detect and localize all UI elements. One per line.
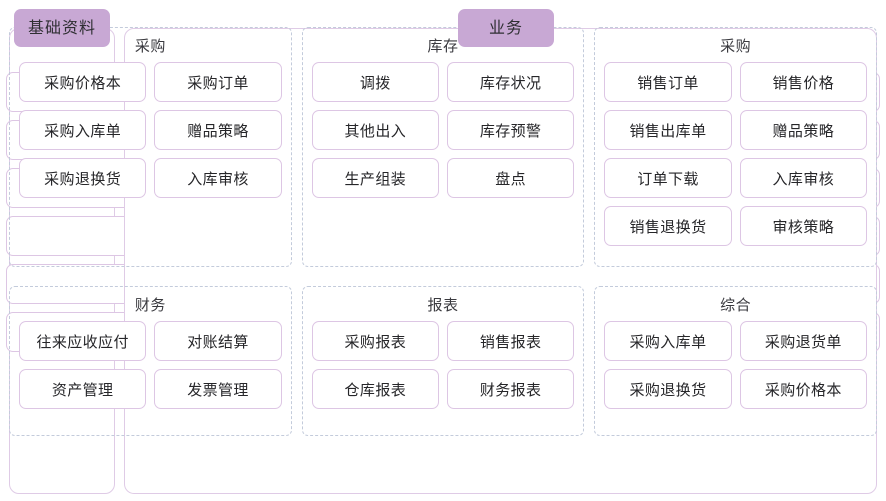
basic-data-panel-title: 基础资料 [14,9,110,47]
module-tile[interactable]: 库存状况 [446,62,575,102]
module-tile[interactable]: 调拨 [311,62,439,102]
business-section-tiles: 调拨库存状况其他出入库存预警生产组装盘点 [311,62,575,198]
business-section-tiles: 采购入库单采购退货单采购退换货采购价格本 [604,321,867,409]
module-tile[interactable]: 采购退换货 [19,158,147,198]
business-section-title: 采购 [134,37,166,55]
module-tile[interactable]: 采购入库单 [604,321,732,361]
module-tile[interactable]: 采购入库单 [19,110,147,150]
module-tile[interactable]: 销售订单 [604,62,732,102]
module-tile[interactable]: 销售退换货 [604,206,732,246]
business-section-title: 采购 [720,37,752,55]
business-panel [124,28,877,494]
business-section-title: 财务 [134,296,166,314]
module-tile[interactable]: 盘点 [446,158,575,198]
module-tile[interactable]: 采购报表 [311,321,439,361]
module-tile[interactable]: 销售出库单 [604,110,732,150]
module-tile[interactable]: 订单下载 [604,158,732,198]
business-section-title: 库存 [427,37,459,55]
business-section-5: 报表采购报表销售报表仓库报表财务报表 [301,286,585,436]
business-section-3: 采购销售订单销售价格销售出库单赠品策略订单下载入库审核销售退换货审核策略 [594,27,877,267]
module-tile[interactable]: 往来应收应付 [19,321,147,361]
module-tile[interactable]: 采购价格本 [739,369,867,409]
module-tile[interactable]: 生产组装 [311,158,439,198]
business-section-title: 报表 [427,296,459,314]
business-section-tiles: 往来应收应付对账结算资产管理发票管理 [19,321,282,409]
module-tile[interactable]: 采购订单 [154,62,282,102]
module-tile[interactable]: 库存预警 [446,110,575,150]
business-section-2: 库存调拨库存状况其他出入库存预警生产组装盘点 [301,27,585,267]
module-tile[interactable]: 销售价格 [739,62,867,102]
module-tile[interactable]: 发票管理 [154,369,282,409]
module-tile[interactable]: 销售报表 [446,321,575,361]
business-section-title: 综合 [720,296,752,314]
business-section-1: 采购采购价格本采购订单采购入库单赠品策略采购退换货入库审核 [9,27,292,267]
module-tile[interactable]: 对账结算 [154,321,282,361]
module-tile[interactable]: 资产管理 [19,369,147,409]
module-tile[interactable]: 入库审核 [154,158,282,198]
business-section-grid: 采购采购价格本采购订单采购入库单赠品策略采购退换货入库审核库存调拨库存状况其他出… [9,27,877,476]
module-tile[interactable]: 采购价格本 [19,62,147,102]
business-section-4: 财务往来应收应付对账结算资产管理发票管理 [9,286,292,436]
module-tile[interactable]: 采购退货单 [739,321,867,361]
module-tile[interactable]: 其他出入 [311,110,439,150]
business-section-tiles: 销售订单销售价格销售出库单赠品策略订单下载入库审核销售退换货审核策略 [604,62,867,246]
module-tile[interactable]: 赠品策略 [154,110,282,150]
module-tile[interactable]: 财务报表 [446,369,575,409]
business-section-6: 综合采购入库单采购退货单采购退换货采购价格本 [594,286,877,436]
module-tile[interactable]: 仓库报表 [311,369,439,409]
module-tile[interactable]: 审核策略 [739,206,867,246]
module-tile[interactable]: 入库审核 [739,158,867,198]
module-tile[interactable]: 赠品策略 [739,110,867,150]
business-panel-title: 业务 [458,9,554,47]
business-section-tiles: 采购报表销售报表仓库报表财务报表 [311,321,575,409]
business-section-tiles: 采购价格本采购订单采购入库单赠品策略采购退换货入库审核 [19,62,282,198]
module-tile[interactable]: 采购退换货 [604,369,732,409]
